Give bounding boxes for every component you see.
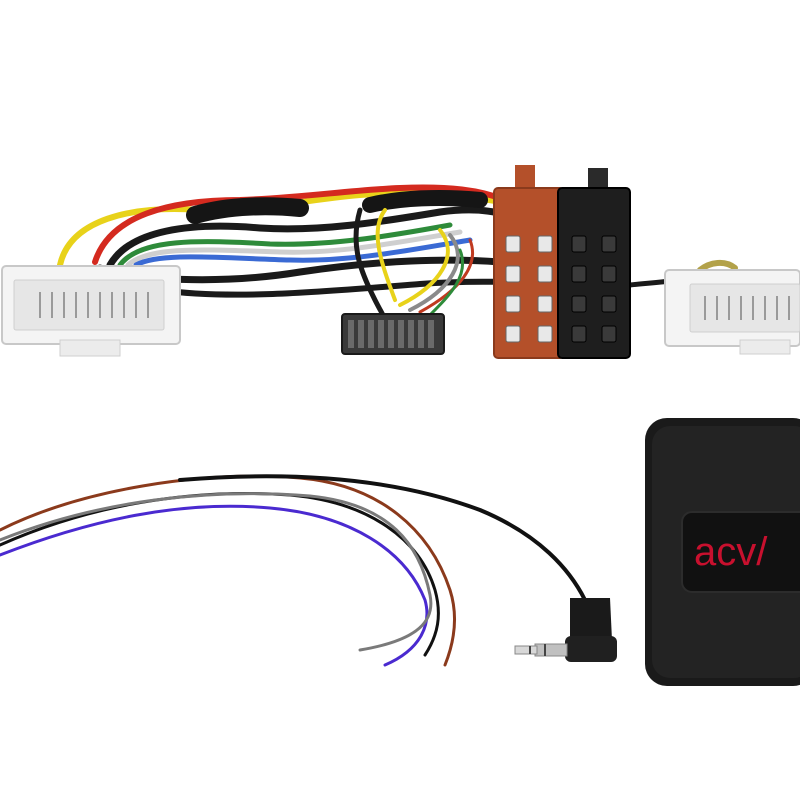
white-harness-connector-left	[1, 265, 181, 357]
loose-wires	[0, 474, 587, 667]
iso-connector-black	[557, 168, 631, 359]
brand-logo: acv/	[694, 530, 768, 574]
interface-module: acv/	[645, 418, 800, 686]
ribbon-plug	[341, 313, 445, 355]
white-harness-connector-right	[664, 269, 800, 355]
iso-connector-brown	[493, 165, 565, 359]
jack-plug-3-5mm	[514, 598, 617, 662]
